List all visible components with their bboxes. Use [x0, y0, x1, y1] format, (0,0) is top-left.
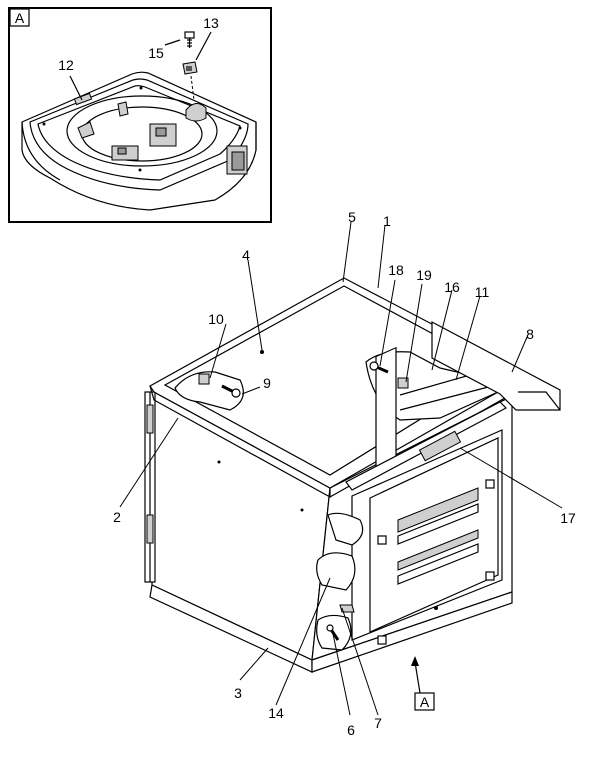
screw-6: [326, 624, 340, 641]
view-marker-a: A: [411, 656, 435, 711]
nut-19: [397, 377, 409, 389]
middle-pocket: [316, 552, 356, 591]
cabinet-assembly: [144, 277, 561, 673]
callout-5: 5: [348, 209, 356, 225]
inset-bolt: [184, 31, 195, 48]
callout-14: 14: [268, 705, 284, 721]
left-bracket-recess: [174, 371, 244, 411]
detail-inset-a: A: [8, 7, 272, 223]
leader-12: [69, 75, 83, 101]
inset-label: A: [15, 10, 25, 26]
leader-lines: [119, 221, 563, 716]
callout-16: 16: [444, 279, 460, 295]
view-marker-box: [414, 692, 435, 711]
inset-assembly-line: [190, 75, 195, 101]
mounting-bracket: [431, 321, 561, 411]
inset-label-box: [9, 8, 30, 27]
callout-6: 6: [347, 722, 355, 738]
leader-15: [164, 39, 181, 46]
upper-pocket: [327, 512, 364, 546]
lid-hole: [260, 350, 264, 354]
view-arrow: [414, 661, 421, 694]
callout-labels: 13 15 12 5 1 4 18 19 16 11 10 8 9 2 17 3…: [58, 15, 576, 738]
callout-15: 15: [148, 45, 164, 61]
callout-11: 11: [475, 284, 490, 300]
callout-19: 19: [416, 267, 432, 283]
callout-8: 8: [526, 326, 534, 342]
callout-3: 3: [234, 685, 242, 701]
callout-7: 7: [374, 715, 382, 731]
callout-10: 10: [208, 311, 224, 327]
callout-12: 12: [58, 57, 74, 73]
inset-nut: [182, 61, 198, 75]
callout-17: 17: [560, 510, 576, 526]
nut-10: [198, 373, 210, 385]
callout-2: 2: [113, 509, 121, 525]
callout-18: 18: [388, 262, 404, 278]
view-marker-label: A: [420, 694, 430, 710]
screw-9: [221, 384, 241, 398]
callout-9: 9: [263, 375, 271, 391]
inline-connector: [418, 430, 462, 462]
cable-rail: [345, 401, 507, 491]
callout-1: 1: [383, 213, 391, 229]
leader-13: [195, 31, 212, 61]
callout-13: 13: [203, 15, 219, 31]
seat-base-tray: [21, 71, 257, 211]
screw-18: [369, 361, 389, 374]
callout-4: 4: [242, 247, 250, 263]
